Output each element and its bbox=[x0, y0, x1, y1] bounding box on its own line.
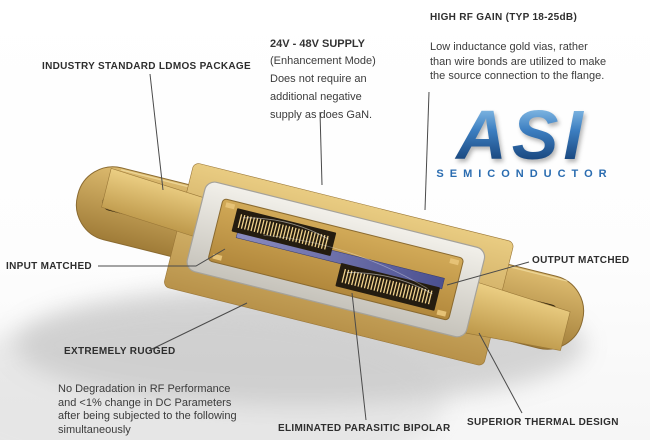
leader-package bbox=[149, 73, 164, 191]
leader-parasitic bbox=[351, 292, 367, 421]
label-eliminated-parasitic-bipolar: ELIMINATED PARASITIC BIPOLAR bbox=[278, 423, 451, 434]
label-industry-standard-package: INDUSTRY STANDARD LDMOS PACKAGE bbox=[42, 61, 251, 72]
label-superior-thermal-design: SUPERIOR THERMAL DESIGN bbox=[467, 417, 619, 428]
cavity-pad bbox=[436, 309, 447, 317]
input-bond-comb bbox=[237, 214, 331, 250]
note-supply-title: 24V - 48V SUPPLY bbox=[270, 38, 365, 50]
note-supply-body: (Enhancement Mode) Does not require an a… bbox=[270, 55, 376, 121]
logo-asi-wordmark: ASI bbox=[424, 100, 620, 170]
note-no-degradation: No Degradation in RF Performance and <1%… bbox=[58, 383, 237, 436]
logo-tagline: SEMICONDUCTOR bbox=[436, 168, 613, 180]
package-group bbox=[75, 163, 585, 366]
leader-rugged bbox=[149, 302, 248, 351]
asi-semiconductor-logo: ASI SEMICONDUCTOR bbox=[424, 100, 620, 180]
backdrop-shadow bbox=[0, 310, 445, 440]
label-output-matched: OUTPUT MATCHED bbox=[532, 255, 630, 266]
leader-output bbox=[446, 261, 530, 286]
output-bond-comb bbox=[341, 268, 435, 305]
input-die bbox=[231, 208, 337, 256]
bond-wire bbox=[243, 217, 329, 240]
output-die bbox=[335, 263, 440, 311]
bond-wire bbox=[263, 234, 428, 289]
leader-vias bbox=[424, 91, 430, 211]
cavity-pad bbox=[449, 258, 460, 266]
note-gold-vias: Low inductance gold vias, rather than wi… bbox=[430, 41, 607, 82]
leader-supply bbox=[319, 111, 323, 186]
cavity-pad bbox=[225, 202, 236, 210]
leader-input bbox=[98, 248, 226, 267]
leader-lines bbox=[98, 73, 530, 421]
label-extremely-rugged: EXTREMELY RUGGED bbox=[64, 346, 176, 357]
label-high-rf-gain: HIGH RF GAIN (TYP 18-25dB) bbox=[430, 12, 578, 23]
label-input-matched: INPUT MATCHED bbox=[6, 261, 92, 272]
note-supply: 24V - 48V SUPPLY (Enhancement Mode) Does… bbox=[270, 38, 400, 123]
leader-thermal bbox=[478, 332, 523, 414]
bond-wire bbox=[346, 272, 433, 295]
